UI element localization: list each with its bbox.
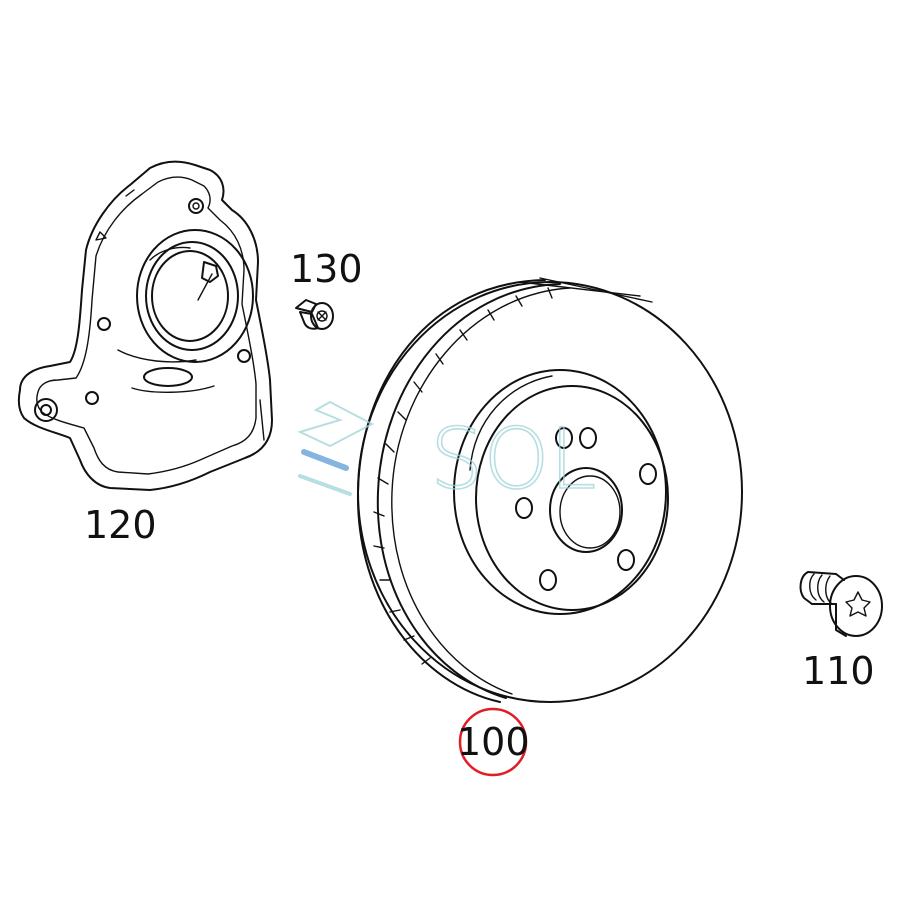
highlighted-callout: 100 xyxy=(457,707,530,777)
label-130: 130 xyxy=(290,247,363,291)
watermark-logo-icon xyxy=(297,400,375,496)
brake-disc xyxy=(356,277,743,703)
disc-vent-slots xyxy=(373,287,553,665)
watermark: SOL xyxy=(297,400,597,509)
label-100: 100 xyxy=(457,720,530,764)
highlight-circle xyxy=(458,707,528,777)
label-120: 120 xyxy=(84,503,157,547)
bolt-130 xyxy=(295,299,334,330)
watermark-text: SOL xyxy=(430,410,596,508)
splash-shield xyxy=(17,160,273,491)
screw-110 xyxy=(799,571,883,637)
label-110: 110 xyxy=(802,649,875,693)
